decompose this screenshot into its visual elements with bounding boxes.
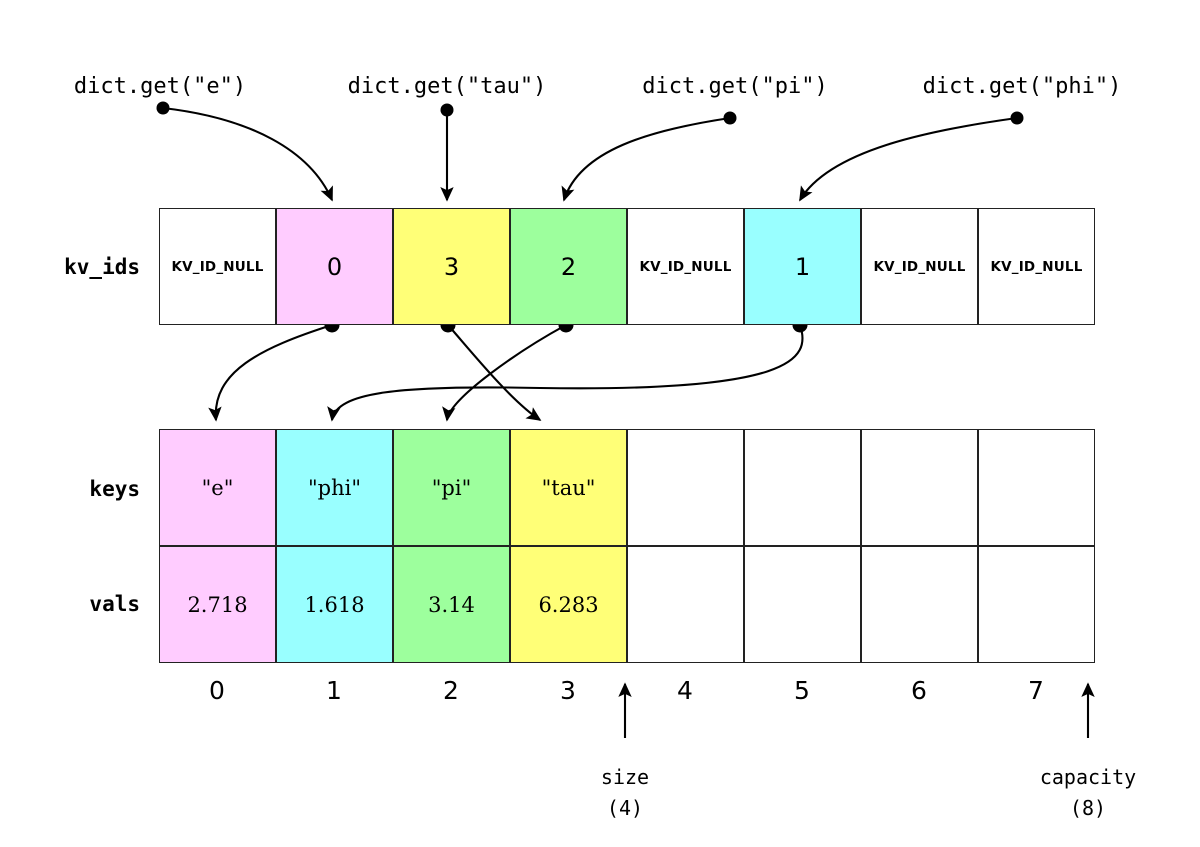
call-label-get-pi: dict.get("pi") — [642, 74, 828, 99]
index-label-4: 4 — [677, 676, 693, 705]
vals-cell-2[interactable]: 3.14 — [393, 546, 510, 663]
keys-cell-7[interactable] — [978, 429, 1095, 546]
size-annotation: size (4) — [601, 762, 649, 824]
keys-cell-6[interactable] — [861, 429, 978, 546]
kv-ids-cell-1[interactable]: 0 — [276, 208, 393, 325]
kv-ids-cell-5[interactable]: 1 — [744, 208, 861, 325]
keys-cell-5[interactable] — [744, 429, 861, 546]
kv-ids-cell-6[interactable]: KV_ID_NULL — [861, 208, 978, 325]
vals-cell-7[interactable] — [978, 546, 1095, 663]
arrow-slot1-to-kv0 — [208, 317, 340, 422]
capacity-annotation: capacity (8) — [1040, 762, 1136, 824]
arrow-get-e-to-slot1 — [156, 101, 333, 202]
keys-cell-3[interactable]: "tau" — [510, 429, 627, 546]
capacity-annotation-label: capacity — [1039, 765, 1137, 789]
keys-cell-0[interactable]: "e" — [159, 429, 276, 546]
kv-ids-cell-2[interactable]: 3 — [393, 208, 510, 325]
capacity-annotation-detail: (8) — [1069, 796, 1107, 820]
index-label-5: 5 — [794, 676, 810, 705]
kv-ids-cell-3[interactable]: 2 — [510, 208, 627, 325]
vals-cell-5[interactable] — [744, 546, 861, 663]
size-annotation-detail: (4) — [606, 796, 644, 820]
call-label-get-e: dict.get("e") — [73, 74, 247, 99]
index-label-3: 3 — [560, 676, 576, 705]
index-label-6: 6 — [911, 676, 927, 705]
keys-cell-2[interactable]: "pi" — [393, 429, 510, 546]
row-label-vals: vals — [89, 592, 140, 616]
vals-cell-1[interactable]: 1.618 — [276, 546, 393, 663]
arrow-get-phi-to-slot5 — [799, 111, 1024, 202]
arrow-get-tau-to-slot2 — [440, 103, 454, 202]
call-label-get-phi: dict.get("phi") — [922, 74, 1122, 99]
size-annotation-label: size — [600, 765, 650, 789]
arrow-get-pi-to-slot3 — [561, 111, 737, 202]
call-label-get-tau: dict.get("tau") — [347, 74, 547, 99]
index-label-1: 1 — [326, 676, 342, 705]
keys-cell-4[interactable] — [627, 429, 744, 546]
arrow-slot2-to-kv3 — [440, 317, 542, 421]
index-label-2: 2 — [443, 676, 459, 705]
keys-cell-1[interactable]: "phi" — [276, 429, 393, 546]
arrow-slot5-to-kv1 — [327, 317, 808, 422]
kv-ids-cell-4[interactable]: KV_ID_NULL — [627, 208, 744, 325]
arrow-slot3-to-kv2 — [442, 317, 574, 422]
kv-ids-cell-7[interactable]: KV_ID_NULL — [978, 208, 1095, 325]
vals-cell-6[interactable] — [861, 546, 978, 663]
kv-ids-cell-0[interactable]: KV_ID_NULL — [159, 208, 276, 325]
row-label-keys: keys — [89, 477, 140, 501]
index-label-0: 0 — [209, 676, 225, 705]
vals-cell-4[interactable] — [627, 546, 744, 663]
vals-cell-0[interactable]: 2.718 — [159, 546, 276, 663]
index-label-7: 7 — [1028, 676, 1044, 705]
vals-cell-3[interactable]: 6.283 — [510, 546, 627, 663]
row-label-kv-ids: kv_ids — [64, 255, 140, 279]
